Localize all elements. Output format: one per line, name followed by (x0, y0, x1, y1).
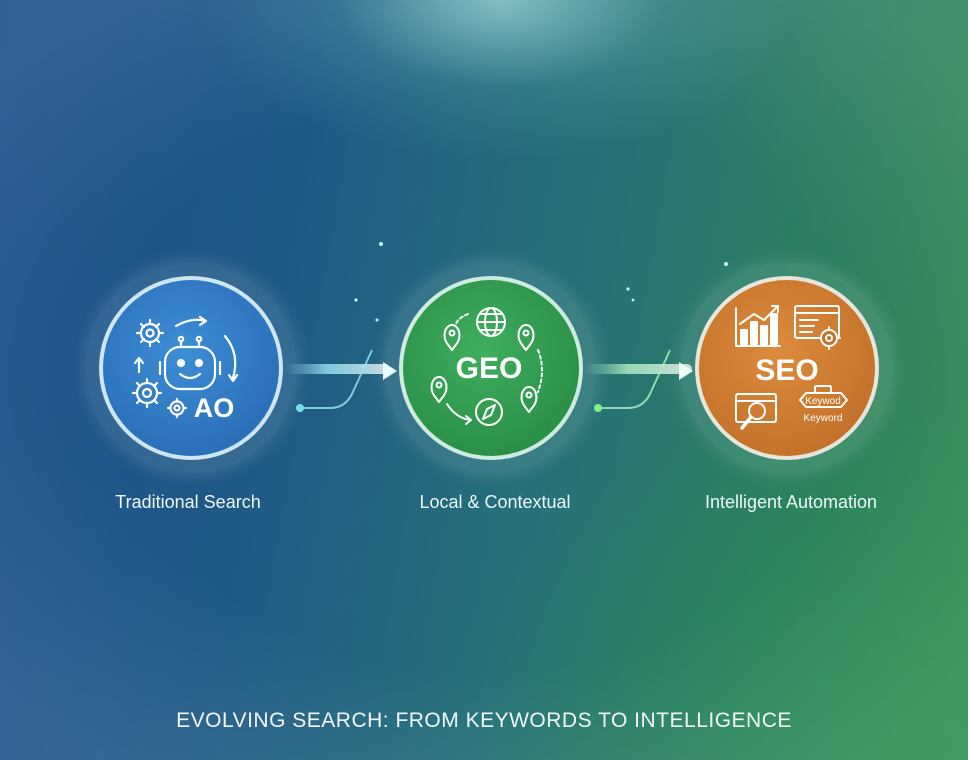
arrow-head-2 (679, 362, 693, 380)
stage-abbr-geo: GEO (456, 352, 523, 385)
arrow-head-1 (383, 362, 397, 380)
connector-ao-to-geo (285, 349, 397, 412)
seo-keyword-text-1: Keywod (805, 396, 841, 407)
connector-geo-to-seo (585, 349, 693, 412)
stage-circle-ao (99, 276, 283, 460)
stage-label-ao: Traditional Search (115, 492, 261, 512)
gears-robot-icon (131, 315, 239, 419)
seo-keyword-text-2: Keyword (804, 413, 843, 424)
stage-circle-geo (399, 276, 583, 460)
stage-abbr-ao: AO (194, 393, 235, 423)
stage-circle-seo (695, 276, 879, 460)
stage-label-seo: Intelligent Automation (704, 492, 878, 512)
diagram-caption: EVOLVING SEARCH: FROM KEYWORDS TO INTELL… (176, 709, 792, 732)
analytics-search-icon (735, 305, 848, 430)
globe-location-icon (430, 307, 543, 426)
sparkle-dots (354, 242, 728, 322)
stage-abbr-seo: SEO (755, 354, 818, 387)
stage-label-geo: Local & Contextual (419, 492, 571, 512)
